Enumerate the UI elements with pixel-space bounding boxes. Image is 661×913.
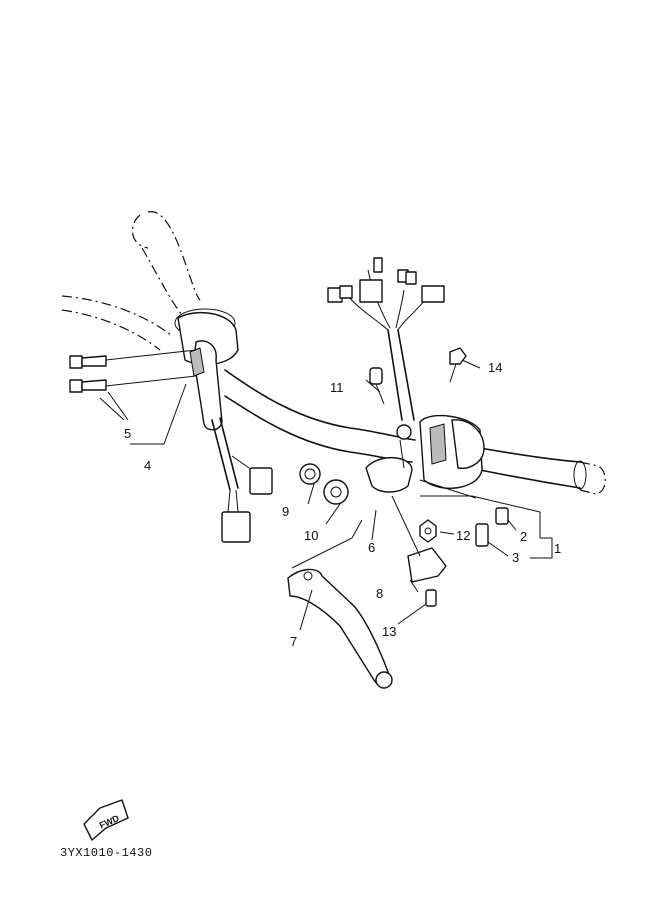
callout-7: 7	[290, 634, 297, 649]
callout-12: 12	[456, 528, 470, 543]
callout-6: 6	[368, 540, 375, 555]
adjuster-10	[323, 479, 349, 505]
screw-13	[425, 589, 437, 607]
screw-5-lower	[69, 379, 107, 393]
callout-3: 3	[512, 550, 519, 565]
callout-1: 1	[554, 541, 561, 556]
screw-3	[475, 523, 489, 547]
drawing-code: 3YX1010-1430	[60, 846, 153, 860]
callout-8: 8	[376, 586, 383, 601]
bolt-14	[449, 347, 467, 383]
right-switch-housing	[419, 414, 485, 499]
leader-lines	[99, 349, 553, 631]
left-wire-connectors	[221, 455, 273, 543]
callouts: 1 2 3 4 5 6 7 8 9 10 11 12 13 14	[124, 360, 561, 649]
callout-5: 5	[124, 426, 131, 441]
screw-2	[495, 507, 509, 525]
right-grip	[573, 460, 606, 495]
left-switch-housing	[177, 311, 239, 491]
callout-13: 13	[382, 624, 396, 639]
callout-2: 2	[520, 529, 527, 544]
callout-9: 9	[282, 504, 289, 519]
callout-4: 4	[144, 458, 151, 473]
lever-holder	[365, 424, 413, 493]
switch-8	[407, 547, 447, 583]
screw-5-upper	[69, 355, 107, 369]
callout-10: 10	[304, 528, 318, 543]
callout-14: 14	[488, 360, 502, 375]
wire-harness	[327, 257, 445, 421]
callout-11: 11	[330, 380, 344, 395]
handlebar	[61, 295, 581, 489]
nut-12	[419, 519, 437, 543]
clutch-lever	[287, 568, 393, 689]
adjuster-9	[299, 463, 321, 485]
fwd-arrow: FWD	[83, 799, 129, 841]
bolt-11	[369, 367, 385, 405]
